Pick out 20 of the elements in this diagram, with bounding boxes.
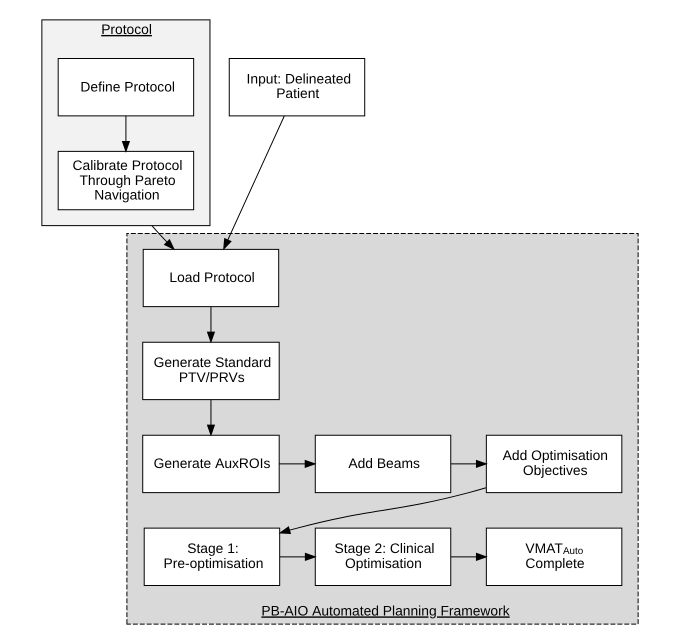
node-box: Define Protocol <box>57 58 194 116</box>
node-box: Add Beams <box>314 434 451 494</box>
node-box: Stage 2: Clinical Optimisation <box>314 528 451 586</box>
arrow <box>150 225 174 250</box>
arrow <box>278 460 316 468</box>
node-box: Input: Delineated Patient <box>228 58 365 116</box>
arrow <box>278 487 486 534</box>
node-box: Stage 1: Pre-optimisation <box>143 528 280 586</box>
arrow <box>121 115 130 153</box>
arrow <box>206 399 215 436</box>
arrow <box>206 306 215 344</box>
arrow <box>278 552 316 561</box>
node-box: Add Optimisation Objectives <box>485 434 622 494</box>
node-box: Generate Standard PTV/PRVs <box>142 342 280 400</box>
node-box: Generate AuxROIs <box>142 434 280 494</box>
node-box: Calibrate Protocol Through Pareto Navigation <box>57 150 194 210</box>
node-box: Load Protocol <box>142 248 279 308</box>
arrow <box>450 552 488 561</box>
arrow <box>450 460 488 468</box>
arrow <box>222 116 284 250</box>
